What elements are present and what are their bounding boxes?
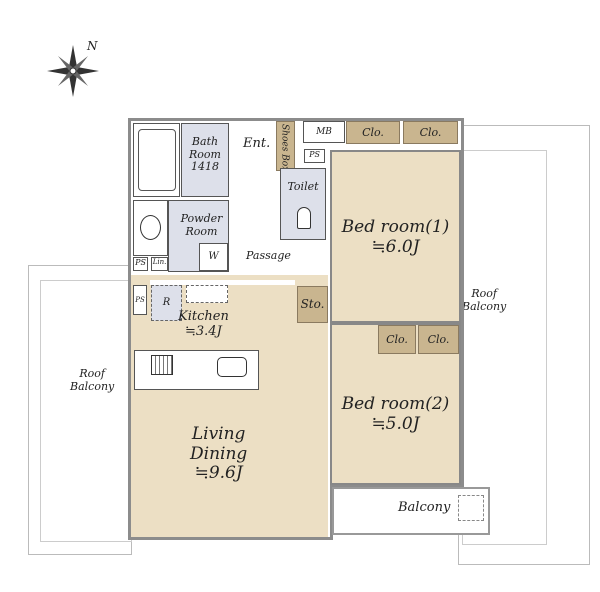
linen-closet: Lin. — [151, 257, 168, 271]
toilet-room: Toilet — [280, 168, 326, 240]
shoes-box: Shoes Box — [276, 121, 295, 171]
kitchen-counter — [134, 350, 259, 390]
sink-icon — [217, 357, 247, 377]
bedroom-1: Bed room(1)≒6.0J — [330, 150, 461, 323]
closet-2: Clo. — [403, 121, 458, 144]
passage-label: Passage — [246, 249, 291, 262]
refrigerator-space: R — [151, 285, 182, 321]
entrance-label: Ent. — [243, 136, 271, 151]
meter-box: MB — [303, 121, 345, 143]
pipe-space-1: PS — [133, 257, 148, 271]
toilet-icon — [297, 207, 311, 229]
bathtub — [133, 123, 180, 197]
stove-icon — [151, 355, 173, 375]
cupboard — [186, 285, 228, 303]
compass-north-label: N — [86, 39, 98, 53]
kitchen-label: Kitchen≒3.4J — [178, 309, 229, 339]
compass-rose-icon: N — [47, 39, 99, 97]
washer-space: W — [199, 243, 228, 271]
closet-4: Clo. — [418, 325, 459, 354]
closet-3: Clo. — [378, 325, 416, 354]
wash-basin — [133, 200, 168, 256]
closet-1: Clo. — [346, 121, 400, 144]
roof-balcony-right-inner — [462, 150, 547, 545]
storage: Sto. — [297, 286, 328, 323]
pipe-space-2: PS — [304, 149, 325, 163]
roof-balcony-left-inner — [40, 280, 132, 542]
balcony: Balcony — [332, 487, 490, 535]
pipe-space-3: PS — [133, 285, 147, 315]
